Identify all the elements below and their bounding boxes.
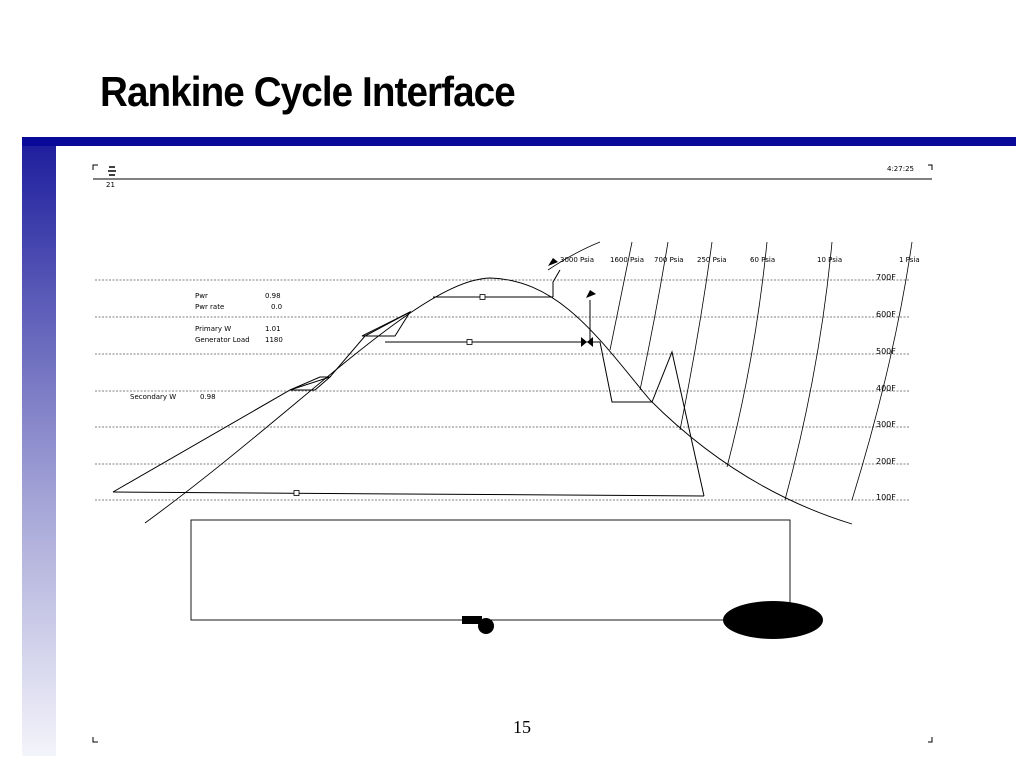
pump-icon[interactable] (462, 616, 494, 634)
saturation-dome (144, 277, 853, 525)
slide-number: 15 (513, 717, 531, 737)
pressure-label-700: 700 Psia (654, 256, 684, 264)
gradient-side-bar (22, 146, 56, 756)
pressure-label-1600: 1600 Psia (610, 256, 644, 264)
isobar-1600 (609, 241, 633, 351)
title-underline-bar (22, 137, 1016, 146)
valve-icon-main[interactable] (581, 337, 593, 347)
panel-menu-icon[interactable] (108, 166, 116, 176)
secondary-w-label: Secondary W (130, 393, 176, 401)
panel-frame (92, 164, 933, 743)
isobar-1 (851, 241, 913, 501)
temp-label-600: 600F (876, 310, 896, 319)
temp-label-400: 400F (876, 384, 896, 393)
pwr-label: Pwr (195, 292, 208, 300)
condensate-marker (293, 490, 300, 496)
panel-counter: 21 (106, 181, 115, 189)
cycle-markers[interactable] (293, 294, 486, 496)
temp-label-100: 100F (876, 493, 896, 502)
readouts: Pwr 0.98 Pwr rate 0.0 Primary W 1.01 Gen… (130, 292, 283, 401)
slide-title: Rankine Cycle Interface (100, 68, 516, 115)
generator-load-value: 1180 (265, 336, 283, 344)
secondary-w-value: 0.98 (200, 393, 216, 401)
temp-label-700: 700F (876, 273, 896, 282)
rankine-cycle-path (112, 269, 705, 497)
isobar-60 (726, 241, 768, 468)
pwr-value: 0.98 (265, 292, 281, 300)
temp-label-500: 500F (876, 347, 896, 356)
pressure-label-10: 10 Psia (817, 256, 842, 264)
isobar-250 (679, 241, 713, 431)
isobar-3000 (547, 241, 601, 271)
temp-label-200: 200F (876, 457, 896, 466)
condenser-icon[interactable] (723, 601, 823, 639)
isotherm-lines (95, 279, 910, 501)
pwr-rate-value: 0.0 (271, 303, 282, 311)
primary-w-label: Primary W (195, 325, 231, 333)
condenser-loop (190, 519, 791, 621)
pressure-label-250: 250 Psia (697, 256, 727, 264)
steam-generator-marker (479, 294, 486, 300)
isobar-curves (547, 241, 913, 501)
feedwater-marker (466, 339, 473, 345)
panel-clock: 4:27:25 (887, 165, 914, 173)
isobar-700 (639, 241, 669, 391)
isobar-10 (784, 241, 833, 501)
pressure-labels: 3000 Psia 1600 Psia 700 Psia 250 Psia 60… (560, 256, 920, 264)
pwr-rate-label: Pwr rate (195, 303, 224, 311)
pressure-label-60: 60 Psia (750, 256, 775, 264)
generator-load-label: Generator Load (195, 336, 250, 344)
pressure-label-3000: 3000 Psia (560, 256, 594, 264)
temperature-labels: 700F 600F 500F 400F 300F 200F 100F (876, 273, 896, 502)
temp-label-300: 300F (876, 420, 896, 429)
primary-w-value: 1.01 (265, 325, 281, 333)
turbine-inlet-icon[interactable] (548, 258, 596, 298)
